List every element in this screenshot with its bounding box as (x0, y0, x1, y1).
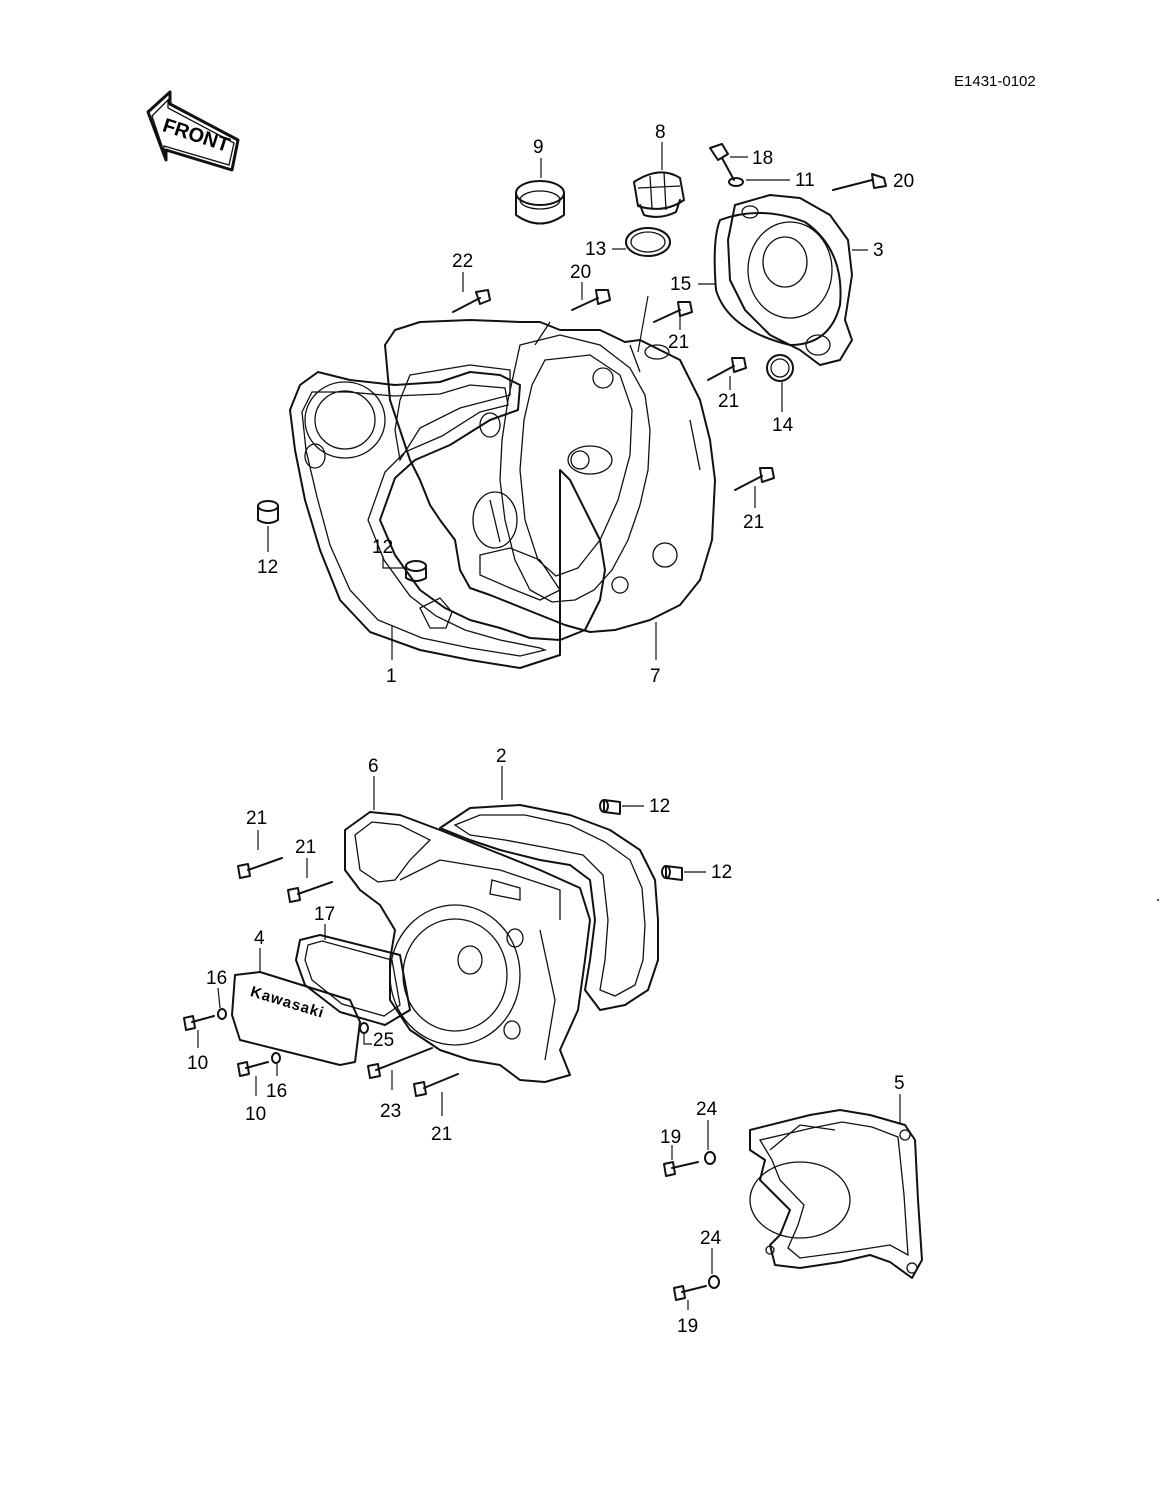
callout-14: 14 (772, 415, 794, 436)
callout-20-center: 20 (570, 262, 591, 283)
callout-21-e: 21 (295, 837, 316, 858)
callout-25: 25 (373, 1030, 394, 1051)
diagram-code: E1431-0102 (954, 73, 1036, 90)
bolt-19-a (663, 1161, 699, 1177)
plug-9 (515, 180, 565, 225)
callout-16-a: 16 (206, 968, 227, 989)
washer-25 (359, 1022, 369, 1034)
front-arrow-icon: FRONT (146, 90, 240, 172)
callout-24-a: 24 (696, 1099, 718, 1120)
washer-24-a (704, 1151, 716, 1165)
callout-11: 11 (795, 170, 815, 191)
bolt-20-center (571, 289, 611, 311)
callout-19-b: 19 (677, 1316, 698, 1337)
bolt-21-b (707, 357, 747, 381)
bolt-10-a (183, 1015, 215, 1031)
callout-5: 5 (894, 1073, 905, 1094)
dowel-12-center (405, 560, 427, 582)
callout-20-right: 20 (893, 171, 914, 192)
washer-11 (728, 177, 744, 187)
bolt-19-b (673, 1285, 707, 1301)
lower-callouts: 2 6 12 12 21 21 17 4 16 10 25 10 16 23 2… (187, 746, 905, 1337)
cover-4: Kawasaki (231, 971, 361, 1066)
callout-18: 18 (752, 148, 773, 169)
callout-21-b: 21 (718, 391, 739, 412)
bolt-21-d (237, 857, 283, 879)
o-ring-13 (625, 227, 671, 257)
bolt-10-b (237, 1061, 269, 1077)
callout-21-c: 21 (743, 512, 764, 533)
bolt-21-e (287, 881, 333, 903)
bolt-18 (709, 143, 735, 181)
callout-15: 15 (670, 274, 691, 295)
bolt-23 (367, 1047, 433, 1079)
callout-9: 9 (533, 137, 544, 158)
callout-12-center: 12 (372, 537, 393, 558)
bolt-20-right (832, 173, 887, 191)
callout-12-right: 12 (711, 862, 732, 883)
cover-3 (727, 194, 853, 366)
callout-7: 7 (650, 666, 661, 687)
callout-16-b: 16 (266, 1081, 287, 1102)
callout-3: 3 (873, 240, 884, 261)
gasket-1 (289, 371, 606, 669)
callout-17: 17 (314, 904, 335, 925)
callout-22: 22 (452, 251, 473, 272)
washer-24-b (708, 1275, 720, 1289)
callout-23: 23 (380, 1101, 401, 1122)
callout-12-top-right: 12 (649, 796, 670, 817)
gasket-2 (439, 804, 659, 1011)
filler-cap-8 (633, 171, 685, 218)
callout-4: 4 (254, 928, 265, 949)
callout-21-a: 21 (668, 332, 689, 353)
callout-1: 1 (386, 666, 397, 687)
washer-16-a (217, 1008, 227, 1020)
o-ring-14 (766, 354, 794, 382)
dowel-12-left (257, 500, 279, 524)
upper-callouts: 9 8 18 11 20 3 15 13 22 20 21 21 14 21 1… (257, 122, 914, 687)
callout-8: 8 (655, 122, 666, 143)
dowel-12-right (661, 865, 683, 881)
bolt-22 (452, 289, 491, 313)
dowel-12-top-right (599, 799, 621, 815)
washer-16-b (271, 1052, 281, 1064)
cover-5 (749, 1109, 923, 1279)
callout-24-b: 24 (700, 1228, 722, 1249)
callout-10-b: 10 (245, 1104, 266, 1125)
bolt-21-a (653, 301, 693, 323)
gasket-17 (295, 934, 411, 1026)
bolt-21-f (413, 1073, 459, 1097)
callout-12-left: 12 (257, 557, 278, 578)
crankcase-7 (384, 319, 716, 633)
callout-6: 6 (368, 756, 379, 777)
callout-13: 13 (585, 239, 606, 260)
callout-10-a: 10 (187, 1053, 208, 1074)
speck (1157, 899, 1159, 901)
callout-21-d: 21 (246, 808, 267, 829)
callout-2: 2 (496, 746, 507, 767)
gasket-15 (713, 212, 842, 346)
callout-19-a: 19 (660, 1127, 681, 1148)
callout-21-f: 21 (431, 1124, 452, 1145)
bolt-21-c (734, 467, 775, 491)
